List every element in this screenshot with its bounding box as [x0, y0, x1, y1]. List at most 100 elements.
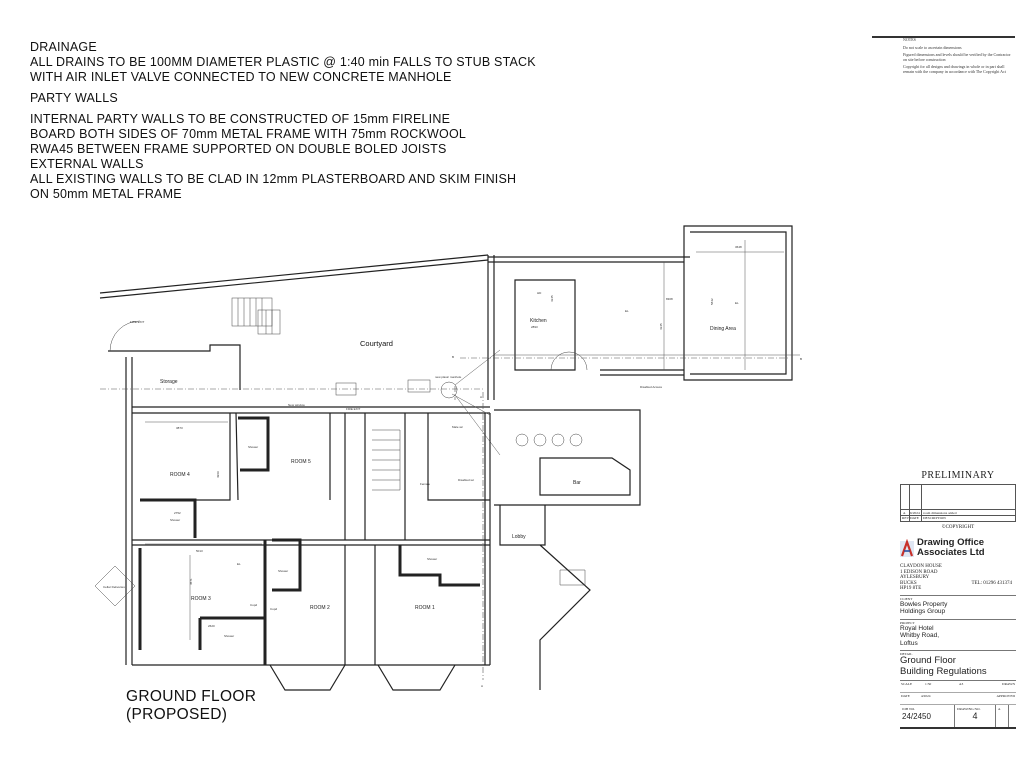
cellar-delivery-hatch	[94, 565, 136, 607]
entrance-steps	[559, 569, 586, 586]
label-storage: Storage	[160, 379, 178, 385]
kitchen-walls	[487, 255, 690, 400]
project-label: PROJECT	[900, 620, 915, 625]
detail-section: DETAIL Ground Floor Building Regulations	[900, 650, 1016, 677]
room4-walls	[140, 412, 239, 501]
drainage-heading: DRAINAGE	[30, 40, 97, 54]
external-stairs	[231, 297, 281, 335]
dim-kitchen-depth: 4345	[550, 295, 554, 302]
drawn-label: DRAWN	[1002, 682, 1015, 687]
client-name: Bowles Property	[900, 600, 948, 608]
dim-room3-width: 5013	[196, 549, 203, 553]
label-fire-exit: FIRE EXIT	[130, 320, 145, 324]
dim-room4-depth: 4969	[216, 471, 220, 478]
sheet-size: A3	[959, 682, 964, 687]
room5-walls	[329, 413, 366, 540]
drainage-line: WITH AIR INLET VALVE CONNECTED TO NEW CO…	[30, 70, 452, 84]
fire-exit-door-swing	[109, 320, 141, 352]
external-walls-line: ON 50mm METAL FRAME	[30, 187, 182, 201]
notes-heading: NOTES	[903, 37, 916, 42]
client-label: CLIENT	[900, 596, 913, 601]
drainage-line: ALL DRAINS TO BE 100MM DIAMETER PLASTIC …	[30, 55, 536, 69]
company-name: Associates Ltd	[917, 547, 985, 558]
detail-label: DETAIL	[900, 652, 913, 657]
wc-walls	[404, 413, 490, 540]
section-marker-a: A	[481, 684, 483, 688]
label-shower: Shower	[248, 445, 258, 449]
client-section: CLIENT Bowles Property Holdings Group	[900, 594, 1016, 616]
dim-shower2-width: 2620	[208, 624, 215, 628]
label-shower: Shower	[427, 557, 437, 561]
label-new-window: New window	[288, 403, 306, 407]
revision-letter: A	[998, 707, 1001, 712]
dim-kitchen-width: 2893	[531, 325, 538, 329]
label-disabled-wc: Disabled wc	[458, 478, 475, 482]
room2-walls	[344, 545, 376, 665]
room1-shower-walls	[398, 545, 480, 587]
copyright: ©COPYRIGHT	[941, 525, 975, 530]
label-shower: Shower	[224, 634, 234, 638]
concrete-manhole	[335, 382, 357, 396]
label-dining-area: Dining Area	[710, 326, 736, 332]
label-bar: Bar	[573, 480, 581, 486]
detail-line: Ground Floor	[900, 655, 956, 667]
detail-line: Building Regulations	[900, 665, 987, 677]
revision-table: A 6/2024 room dimensions added REV DATE …	[900, 484, 1016, 522]
dim-bar-length: 8308	[666, 297, 673, 301]
revision-header: REV	[902, 516, 909, 520]
label-cellar-deliveries: Cellar Deliveries	[103, 585, 125, 589]
bar-area-walls	[494, 409, 641, 506]
party-walls-line: INTERNAL PARTY WALLS TO BE CONSTRUCTED O…	[30, 112, 451, 126]
label-cupd: Cupd	[250, 603, 258, 607]
address-line: HP19 8TE	[900, 586, 922, 592]
revision-header: DATE	[910, 516, 919, 520]
project-section: PROJECT Royal Hotel Whitby Road, Loftus	[900, 618, 1016, 648]
existing-manhole	[407, 379, 431, 393]
label-courtyard: Courtyard	[360, 339, 393, 348]
job-no-label: JOB NO.	[902, 707, 916, 712]
dimension-lines	[494, 240, 800, 370]
border-line	[872, 36, 1015, 38]
label-cupd: Cupd	[270, 607, 278, 611]
party-walls-line: BOARD BOTH SIDES OF 70mm METAL FRAME WIT…	[30, 127, 467, 141]
courtyard-boundary-wall	[99, 254, 489, 299]
dim-bar-depth: 4345	[659, 323, 663, 330]
label-room-3: ROOM 3	[191, 596, 211, 602]
storage-wall	[108, 344, 241, 390]
company-logo: Drawing Office Associates Ltd	[900, 538, 1016, 558]
external-walls-heading: EXTERNAL WALLS	[30, 157, 144, 171]
specification-notes: DRAINAGE ALL DRAINS TO BE 100MM DIAMETER…	[30, 40, 536, 202]
telephone: TEL: 01296 431374	[971, 581, 1012, 586]
drawing-title: GROUND FLOOR (PROPOSED)	[126, 688, 256, 724]
label-shower: Shower	[278, 569, 288, 573]
label-room-4: ROOM 4	[170, 472, 190, 478]
party-walls-heading: PARTY WALLS	[30, 91, 118, 105]
dining-walls	[683, 225, 793, 381]
scale-label: SCALE	[901, 682, 913, 687]
revision-cell: room dimensions added	[923, 511, 957, 515]
room-dimension-lines	[145, 421, 262, 640]
drawing-number: 4	[972, 711, 978, 722]
title-block: PRELIMINARY A 6/2024 room dimensions add…	[900, 470, 1016, 730]
lobby-walls	[499, 505, 591, 690]
shower-walls	[140, 416, 270, 538]
room2-shower-walls	[272, 538, 302, 592]
corridor-north-wall	[132, 406, 490, 414]
address-line: AYLESBURY	[900, 575, 930, 581]
drawing-title-line: (PROPOSED)	[126, 706, 228, 723]
manhole-icon	[440, 381, 458, 399]
label-kitchen: Kitchen	[530, 318, 547, 324]
client-name: Holdings Group	[900, 608, 946, 616]
kitchen-door-swing	[550, 351, 588, 371]
company-name: Drawing Office	[917, 537, 985, 548]
corridor-south-wall	[132, 539, 490, 546]
scale-value: 1:50	[924, 682, 932, 687]
label-disabled-access: Disabled Access	[640, 385, 663, 389]
label-lobby: Lobby	[512, 534, 526, 540]
marker-hd: HD	[537, 291, 542, 295]
label-room-2: ROOM 2	[310, 605, 330, 611]
dim-shower-width: 2752	[174, 511, 181, 515]
section-marker-a: A	[480, 395, 482, 399]
project-line: Royal Hotel	[900, 624, 934, 632]
